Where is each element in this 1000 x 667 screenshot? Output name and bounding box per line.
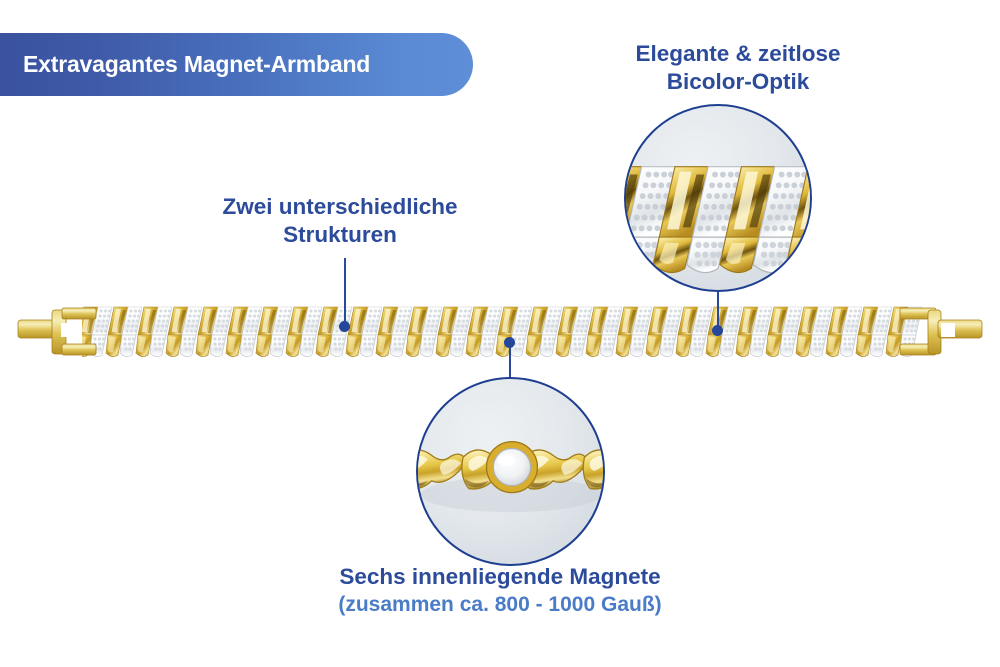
bicolor-optik-magnifier [624,104,812,292]
banner-title: Extravagantes Magnet-Armband [23,51,371,77]
title-banner: Extravagantes Magnet-Armband [0,33,473,96]
leader-line-magnete [509,340,511,382]
magnete-magnifier [416,377,605,566]
leader-line-bicolor [717,288,719,332]
callout-strukturen: Zwei unterschiedliche Strukturen [175,193,505,249]
leader-dot-magnete [504,337,515,348]
bracelet-main-strip [0,296,1000,368]
callout-magnete-subline: (zusammen ca. 800 - 1000 Gauß) [338,593,662,616]
callout-bicolor-optik: Elegante & zeitlose Bicolor-Optik [578,40,898,96]
bracelet-clasp-left-redraw [17,307,97,356]
magnete-magnifier-content [418,440,603,513]
magnet-disc [485,440,539,494]
callout-bicolor-line-1: Elegante & zeitlose [635,41,841,66]
callout-magnete: Sechs innenliegende Magnete (zusammen ca… [265,563,735,619]
leader-line-strukturen [344,258,346,326]
bicolor-optik-magnifier-content [626,166,810,274]
callout-strukturen-line-2: Strukturen [283,222,397,247]
callout-magnete-line-1: Sechs innenliegende Magnete [339,564,661,589]
leader-dot-bicolor [712,325,723,336]
callout-bicolor-line-2: Bicolor-Optik [666,69,810,94]
callout-strukturen-line-1: Zwei unterschiedliche [222,194,458,219]
bracelet-clasp-right [899,307,983,356]
leader-dot-strukturen [339,321,350,332]
